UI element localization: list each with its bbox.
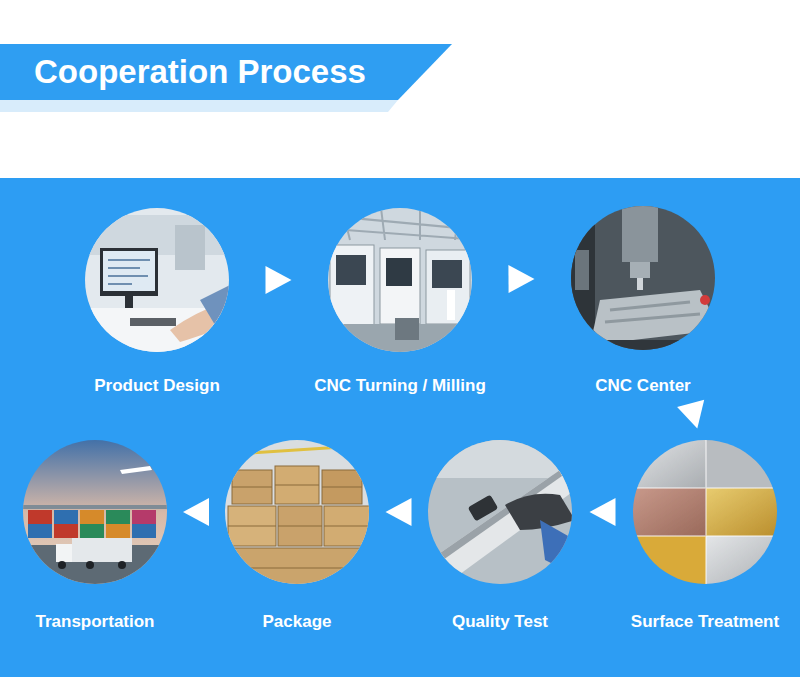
panel	[0, 178, 800, 677]
arrow-head	[386, 498, 412, 526]
step-label: Product Design	[94, 376, 220, 396]
arrow-head	[590, 498, 616, 526]
flow-arrow	[590, 498, 616, 526]
flow-arrow	[386, 498, 412, 526]
metal-samples-photo	[630, 438, 782, 586]
arrow-head	[508, 265, 534, 293]
step-label: Package	[263, 612, 332, 632]
flow-arrow	[677, 400, 704, 429]
page-title: Cooperation Process	[34, 52, 366, 92]
process-circle: Transportation	[23, 440, 167, 584]
shipping-photo	[20, 438, 170, 590]
arrow-head	[266, 266, 292, 294]
step-label: Quality Test	[452, 612, 548, 632]
flow-arrow	[508, 265, 534, 293]
crates-photo	[222, 438, 372, 588]
step-label: Transportation	[35, 612, 154, 632]
title-banner	[0, 44, 452, 100]
step-label: Surface Treatment	[631, 612, 779, 632]
step-label: CNC Center	[595, 376, 690, 396]
arrow-head	[183, 498, 209, 526]
flow-arrow	[266, 266, 292, 294]
flow-arrow	[183, 498, 209, 526]
process-circle: Surface Treatment	[633, 440, 777, 584]
process-circle: Quality Test	[428, 440, 572, 584]
step-label: CNC Turning / Milling	[314, 376, 486, 396]
process-circle: CNC Turning / Milling	[328, 208, 472, 352]
process-circle: Package	[225, 440, 369, 584]
factory-photo	[320, 200, 480, 364]
arrow-head	[677, 400, 704, 429]
banner-strip	[0, 100, 398, 112]
office-photo	[80, 200, 240, 368]
inspection-photo	[425, 438, 575, 588]
process-circle: CNC Center	[571, 206, 715, 350]
machine-photo	[565, 200, 725, 360]
process-circle: Product Design	[85, 208, 229, 352]
